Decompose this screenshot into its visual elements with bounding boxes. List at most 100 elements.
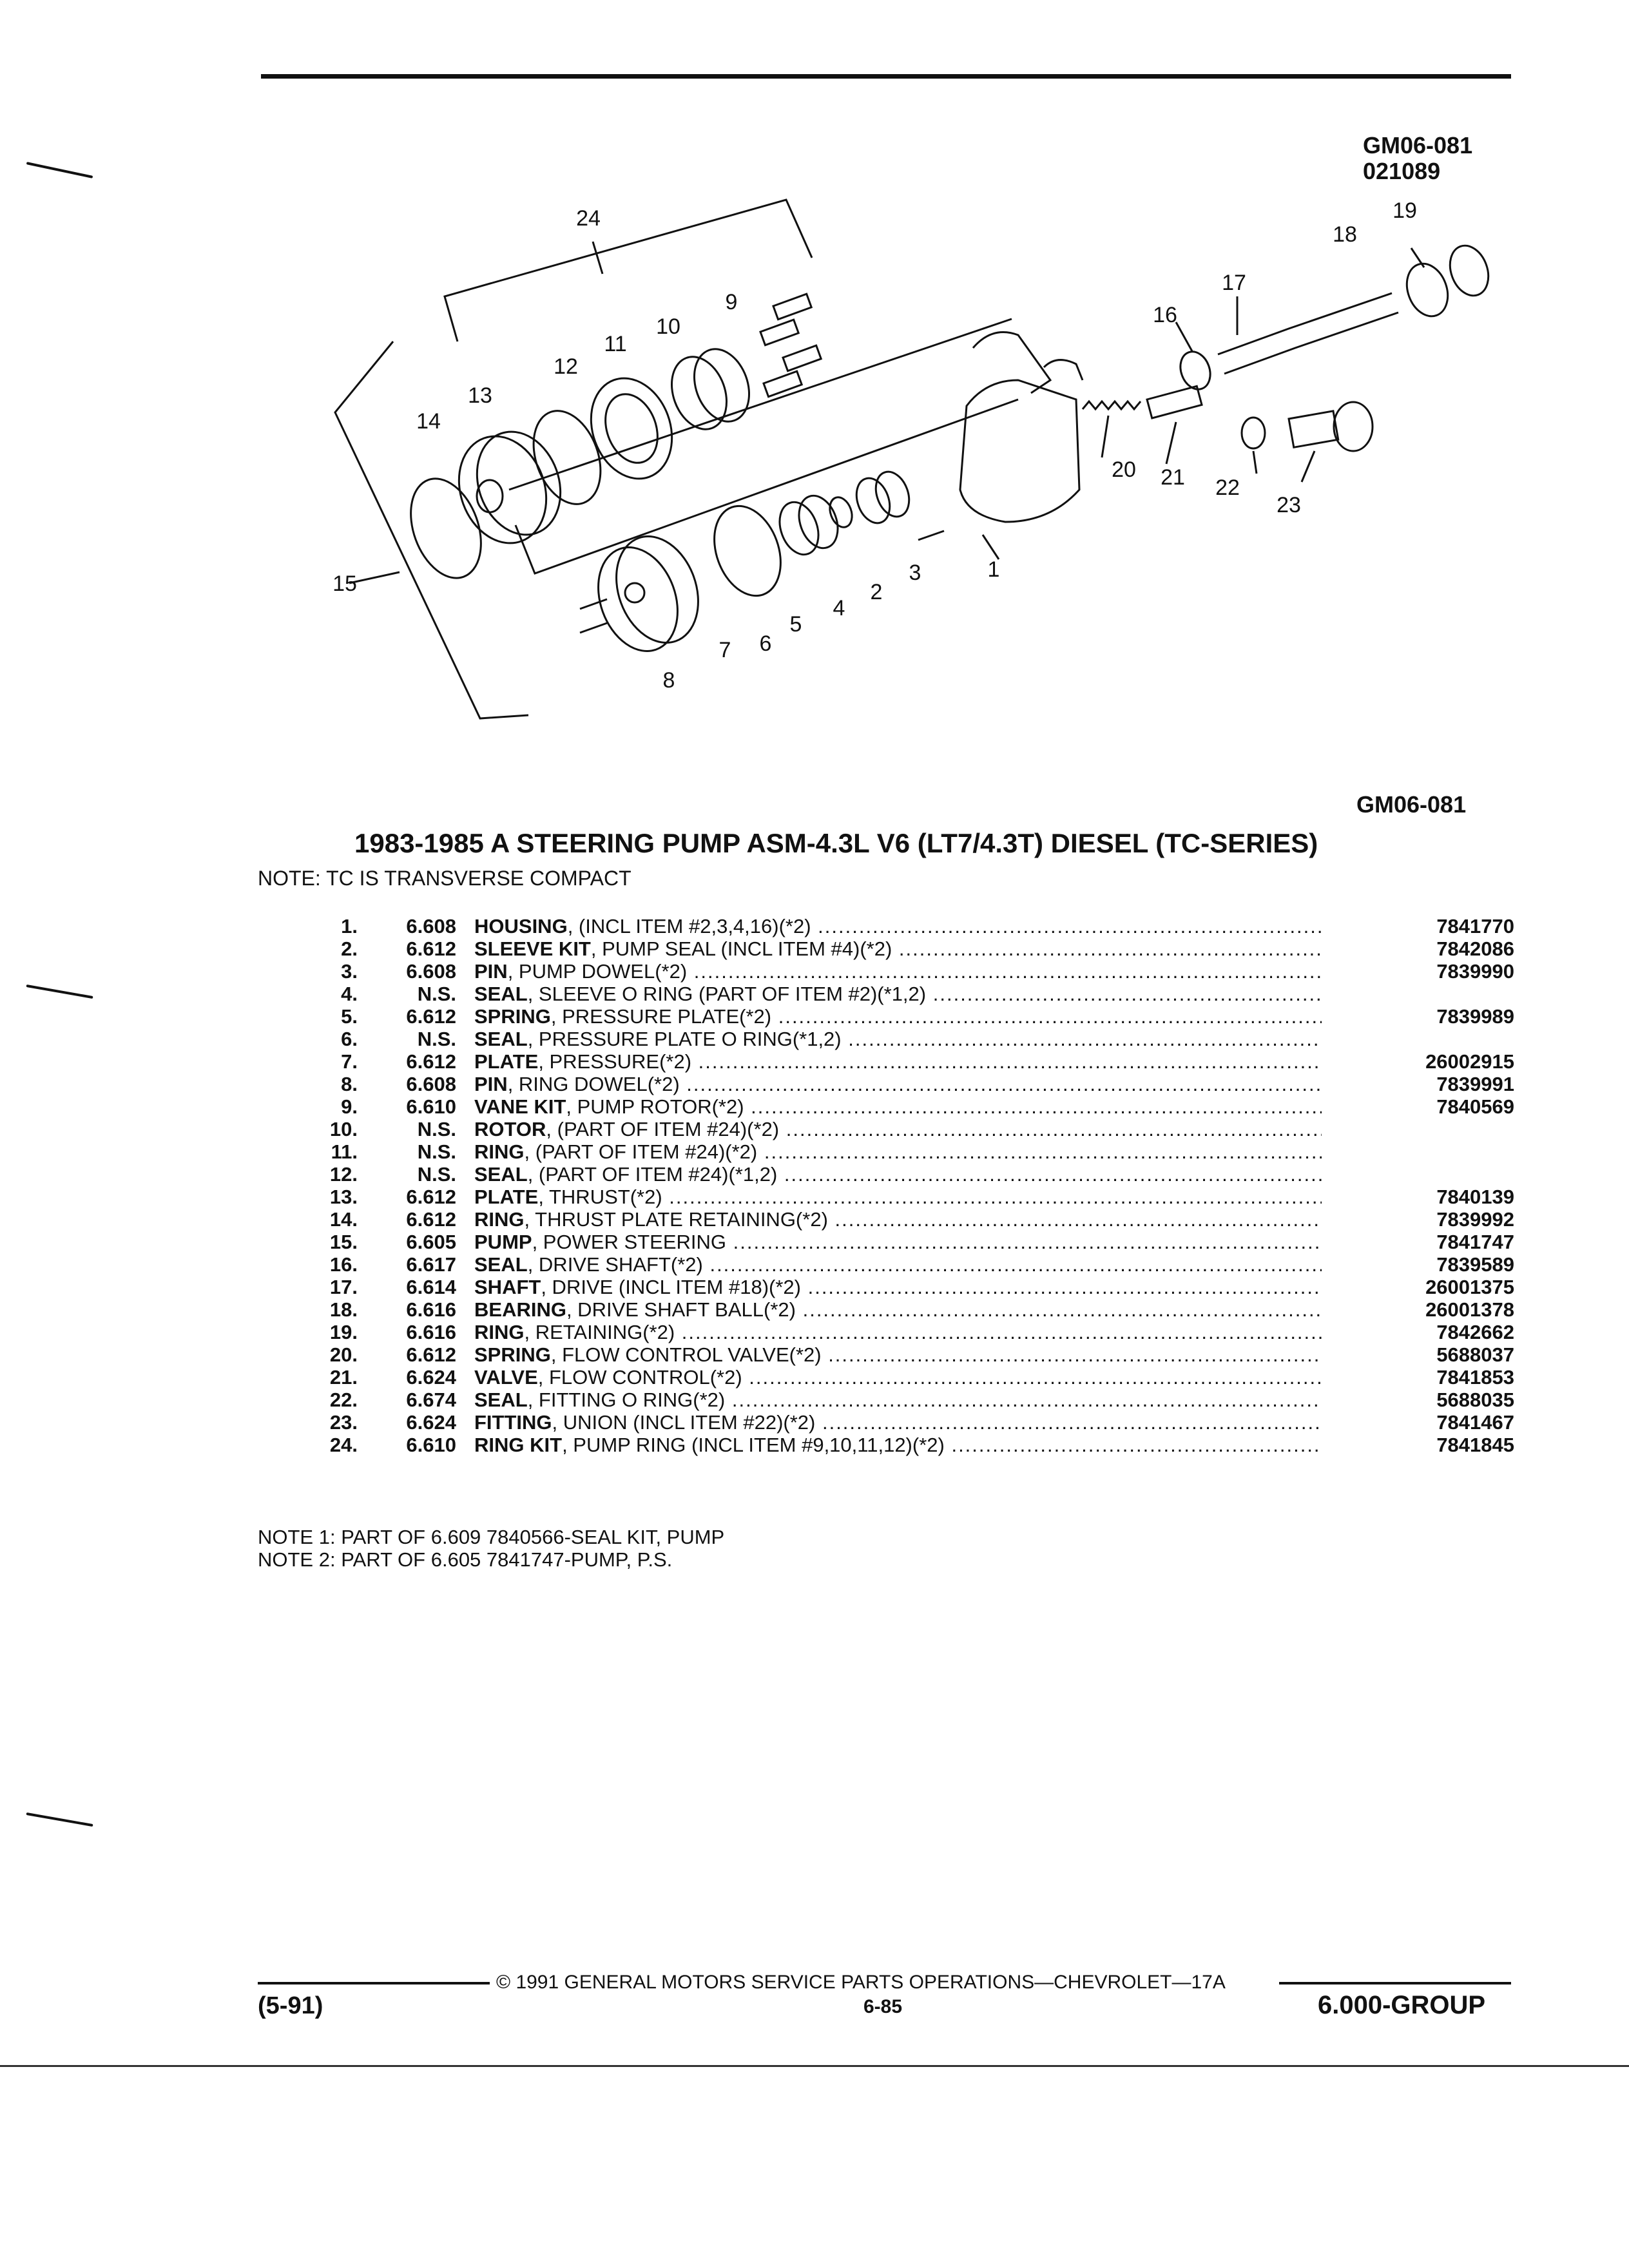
item-number: 17.: [329, 1276, 358, 1298]
binder-mark: [26, 1812, 93, 1827]
callout-2: 2: [871, 580, 883, 604]
callout-1: 1: [988, 557, 1000, 582]
part-number: 5688035: [1436, 1389, 1514, 1411]
item-number: 11.: [331, 1140, 358, 1163]
part-name: PLATE: [474, 1050, 539, 1073]
item-number: 2.: [341, 937, 358, 960]
part-number: 7841770: [1436, 915, 1514, 937]
callout-11: 11: [604, 332, 626, 356]
part-detail: , FLOW CONTROL(*2): [537, 1366, 742, 1389]
part-detail: , FLOW CONTROL VALVE(*2): [550, 1343, 822, 1366]
group-code: 6.608: [406, 1073, 456, 1095]
part-description: HOUSING, (INCL ITEM #2,3,4,16)(*2) .....…: [474, 915, 1322, 937]
dot-leader: ........................................…: [848, 1028, 1322, 1050]
part-name: SEAL: [474, 1389, 528, 1411]
part-description: VANE KIT, PUMP ROTOR(*2) ...............…: [474, 1095, 1322, 1118]
callout-24: 24: [576, 206, 601, 231]
illustration-code: GM06-081: [1363, 132, 1473, 159]
part-name: SPRING: [474, 1343, 551, 1366]
dot-leader: ........................................…: [749, 1366, 1322, 1389]
series-note: NOTE: TC IS TRANSVERSE COMPACT: [258, 867, 631, 890]
part-number: 7841747: [1436, 1231, 1514, 1253]
dot-leader: ........................................…: [784, 1163, 1322, 1186]
part-detail: , POWER STEERING: [532, 1231, 726, 1253]
part-number: 7840569: [1436, 1095, 1514, 1118]
part-detail: , PRESSURE(*2): [538, 1050, 692, 1073]
part-name: RING: [474, 1321, 525, 1343]
item-number: 7.: [341, 1050, 358, 1073]
part-detail: , PUMP SEAL (INCL ITEM #4)(*2): [590, 937, 892, 960]
item-number: 15.: [329, 1231, 358, 1253]
part-number: 7839991: [1436, 1073, 1514, 1095]
dot-leader: ........................................…: [818, 915, 1322, 937]
callout-20: 20: [1112, 457, 1136, 482]
item-number: 21.: [329, 1366, 358, 1389]
part-description: SEAL, PRESSURE PLATE O RING(*1,2) ......…: [474, 1028, 1322, 1050]
part-detail: , PUMP RING (INCL ITEM #9,10,11,12)(*2): [562, 1434, 945, 1456]
dot-leader: ........................................…: [802, 1298, 1322, 1321]
part-number: 7840139: [1436, 1186, 1514, 1208]
part-description: RING, THRUST PLATE RETAINING(*2) .......…: [474, 1208, 1322, 1231]
part-detail: , RING DOWEL(*2): [507, 1073, 680, 1095]
copyright-line: © 1991 GENERAL MOTORS SERVICE PARTS OPER…: [496, 1972, 1226, 1993]
part-row: 8. 6.608 PIN, RING DOWEL(*2) .............…: [284, 1073, 1514, 1095]
footer-rule-right: [1279, 1982, 1511, 1984]
callout-14: 14: [416, 409, 441, 434]
part-row: 12.N.S.SEAL, (PART OF ITEM #24)(*1,2) ..…: [284, 1163, 1514, 1186]
item-number: 13.: [329, 1186, 358, 1208]
part-name: PIN: [474, 1073, 508, 1095]
binder-mark: [26, 984, 93, 999]
group-code: N.S.: [417, 1140, 456, 1163]
part-number: 7841467: [1436, 1411, 1514, 1434]
part-description: PIN, RING DOWEL(*2) ....................…: [474, 1073, 1322, 1095]
part-detail: , DRIVE (INCL ITEM #18)(*2): [541, 1276, 801, 1298]
part-number: 7841853: [1436, 1366, 1514, 1389]
part-row: 10.N.S.ROTOR, (PART OF ITEM #24)(*2) ...…: [284, 1118, 1514, 1140]
group-code: 6.616: [406, 1321, 456, 1343]
part-row: 17. 6.614 SHAFT, DRIVE (INCL ITEM #18)(*2)…: [284, 1276, 1514, 1298]
callout-4: 4: [833, 596, 845, 620]
parts-list: 1. 6.608 HOUSING, (INCL ITEM #2,3,4,16)(*2…: [284, 915, 1514, 1456]
callout-19: 19: [1393, 198, 1417, 223]
part-name: BEARING: [474, 1298, 566, 1321]
item-number: 24.: [329, 1434, 358, 1456]
part-number: 26001378: [1425, 1298, 1514, 1321]
item-number: 1.: [341, 915, 358, 937]
part-name: VALVE: [474, 1366, 538, 1389]
part-name: ROTOR: [474, 1118, 546, 1140]
part-number: 26001375: [1425, 1276, 1514, 1298]
dot-leader: ........................................…: [698, 1050, 1322, 1073]
group-code: 6.614: [406, 1276, 456, 1298]
part-description: SEAL, FITTING O RING(*2) ...............…: [474, 1389, 1322, 1411]
group-number: 6.000-GROUP: [1318, 1991, 1486, 2019]
item-number: 12.: [329, 1163, 358, 1186]
dot-leader: ........................................…: [951, 1434, 1322, 1456]
footer-rule-left: [258, 1982, 490, 1984]
callout-6: 6: [760, 631, 772, 656]
item-number: 8.: [341, 1073, 358, 1095]
group-code: N.S.: [417, 1028, 456, 1050]
part-description: SHAFT, DRIVE (INCL ITEM #18)(*2) .......…: [474, 1276, 1322, 1298]
dot-leader: ........................................…: [733, 1231, 1322, 1253]
callout-7: 7: [719, 638, 731, 662]
callout-13: 13: [468, 383, 492, 408]
part-detail: , RETAINING(*2): [524, 1321, 675, 1343]
part-detail: , FITTING O RING(*2): [527, 1389, 726, 1411]
callout-5: 5: [790, 612, 802, 637]
dot-leader: ........................................…: [786, 1118, 1322, 1140]
item-number: 22.: [329, 1389, 358, 1411]
group-code: 6.610: [406, 1095, 456, 1118]
callout-3: 3: [909, 561, 921, 585]
group-code: 6.612: [406, 1005, 456, 1028]
part-description: FITTING, UNION (INCL ITEM #22)(*2) .....…: [474, 1411, 1322, 1434]
dot-leader: ........................................…: [807, 1276, 1322, 1298]
part-number: 26002915: [1425, 1050, 1514, 1073]
